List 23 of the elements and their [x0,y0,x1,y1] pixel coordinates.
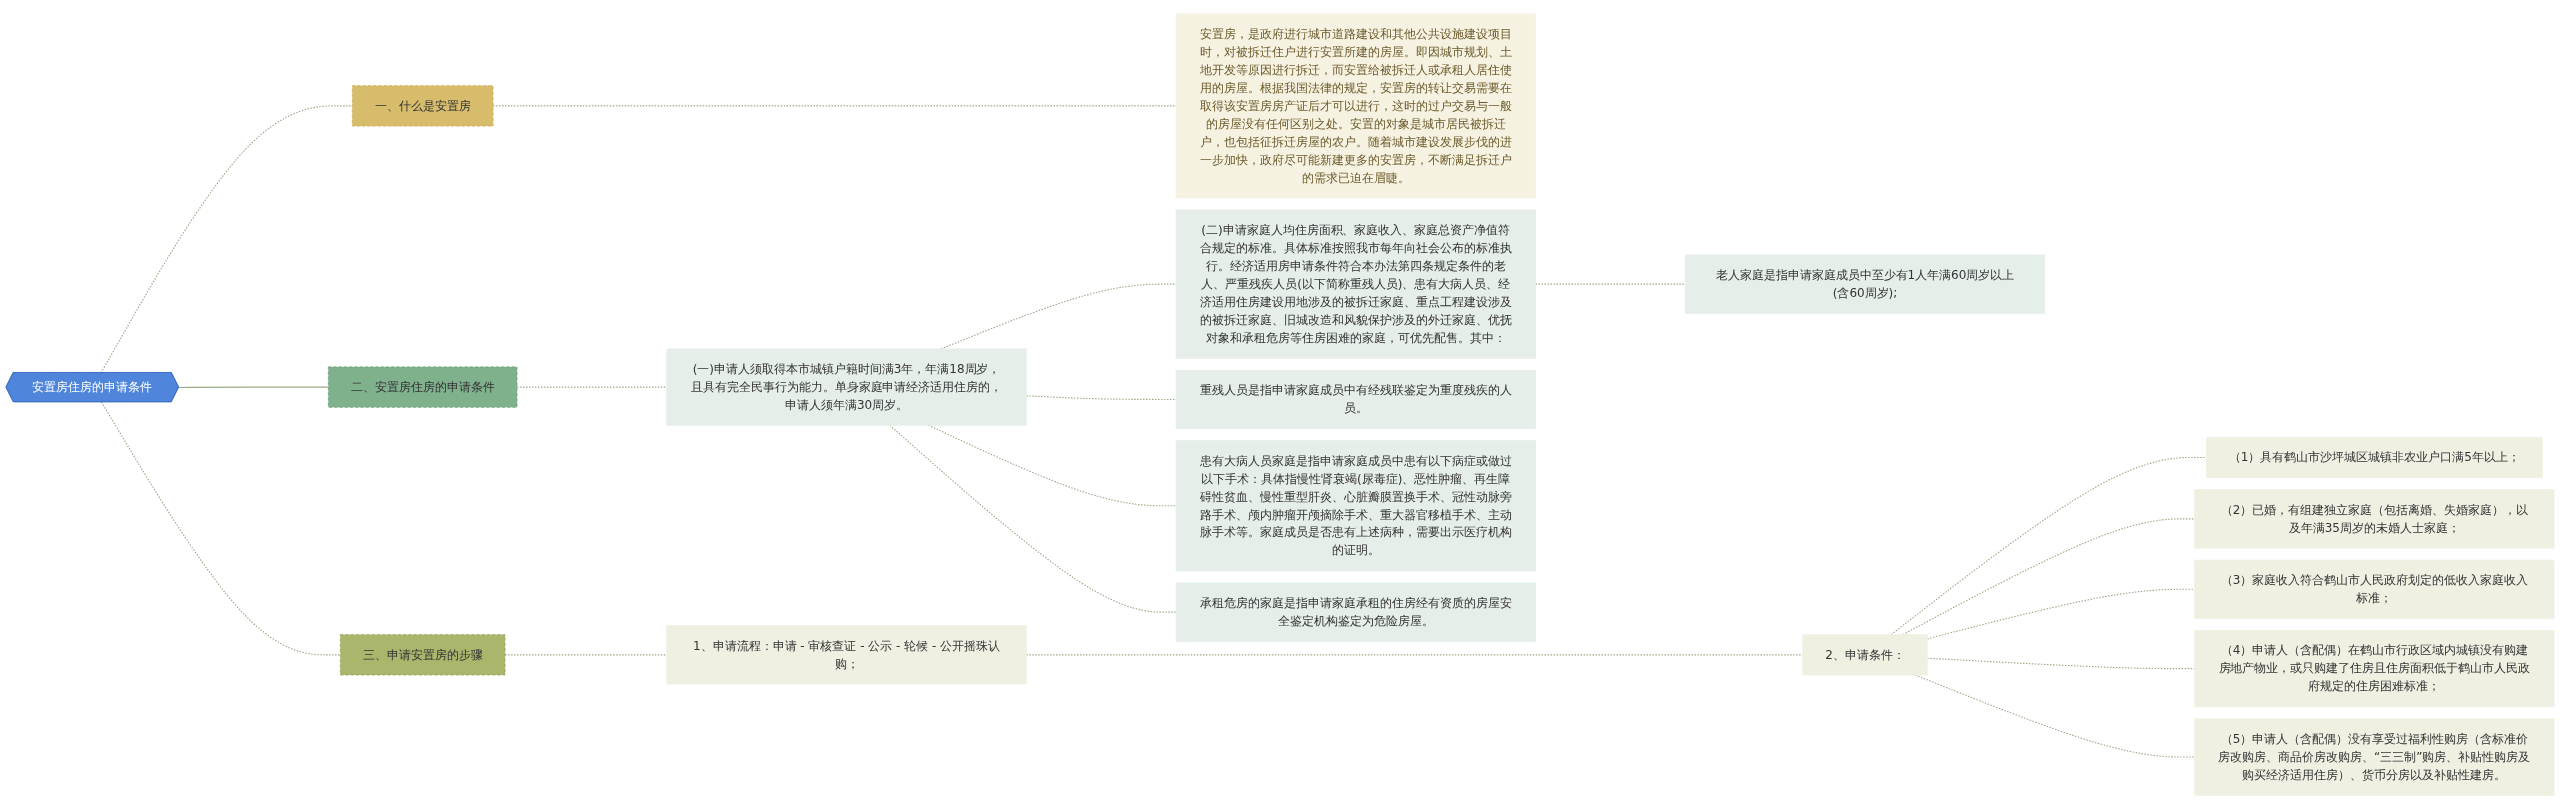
node-box: (二)申请家庭人均住房面积、家庭收入、家庭总资产净值符合规定的标准。具体标准按照我市每年向社会公布的标准执行。经济适用房申请条件符合本办法第四条规定条件的老人、严重残疾人员(以下简称重残人员)、患有大病人员、经济适用住房建设用地涉及的被拆迁家庭、重点工程建设涉及的被拆迁家庭、旧城改造和风貌保护涉及的外迁家庭、优抚对象和承租危房等住房困难的家庭，可优先配售。其中： [1175,209,1536,359]
node-box: （3）家庭收入符合鹤山市人民政府划定的低收入家庭收入标准； [2194,559,2555,619]
node-box: 重残人员是指申请家庭成员中有经残联鉴定为重度残疾的人员。 [1175,369,1536,430]
node-box: （1）具有鹤山市沙坪城区城镇非农业户口满5年以上； [2206,436,2543,479]
node-box: 老人家庭是指申请家庭成员中至少有1人年满60周岁以上(含60周岁); [1684,254,2046,314]
node-box: (一)申请人须取得本市城镇户籍时间满3年，年满18周岁，且具有完全民事行为能力。单身家庭申请经济适用住房的，申请人须年满30周岁。 [666,348,1027,426]
connector [889,424,1177,613]
connector [100,401,341,656]
connector [1890,456,2207,636]
node-box: 安置房，是政府进行城市道路建设和其他公共设施建设项目时，对被拆迁住户进行安置所建的房屋。即因城市规划、土地开发等原因进行拆迁，而安置给被拆迁人或承租人居住使用的房屋。根据我国法律的规定，安置房的转让交易需要在取得该安置房房产证后才可以进行，这时的过户交易与一般的房屋没有任何区别之处。安置的对象是城市居民被拆迁户，也包括征拆迁房屋的农户。随着城市建设发展步伐的进一步加快，政府尽可能新建更多的安置房，不断满足拆迁户的需求已迫在眉睫。 [1175,13,1536,199]
connector [100,105,353,374]
connector [1902,518,2196,636]
node-box: 2、申请条件： [1802,634,1928,676]
node-box: （2）已婚，有组建独立家庭（包括离婚、失婚家庭），以及年满35周岁的未婚人士家庭； [2194,489,2555,549]
node-box: （5）申请人（含配偶）没有享受过福利性购房（含标准价房改购房、商品价房改购房、“三三制”购房、补贴性购房及购买经济适用住房）、货币分房以及补贴性建房。 [2194,718,2555,796]
node-box: 患有大病人员家庭是指申请家庭成员中患有以下病症或做过以下手术：具体指慢性肾衰竭(尿毒症)、恶性肿瘤、再生障碍性贫血、慢性重型肝炎、心脏瓣膜置换手术、冠性动脉旁路手术、颅内肿瘤开颅摘除手术、重大器官移植手术、主动脉手术等。家庭成员是否患有上述病种，需要出示医疗机构的证明。 [1175,440,1536,572]
node-box: 一、什么是安置房 [351,85,494,127]
connector [178,386,329,388]
node-box: （4）申请人（含配偶）在鹤山市行政区域内城镇没有购建房地产物业，或只购建了住房且住房面积低于鹤山市人民政府规定的住房困难标准； [2194,630,2555,708]
node-box: 三、申请安置房的步骤 [339,634,506,676]
node-box: 二、安置房住房的申请条件 [327,366,518,408]
node-box: 1、申请流程：申请 - 审核查证 - 公示 - 轮候 - 公开摇珠认购； [666,625,1027,685]
node-box: 承租危房的家庭是指申请家庭承租的住房经有资质的房屋安全鉴定机构鉴定为危险房屋。 [1175,582,1536,642]
